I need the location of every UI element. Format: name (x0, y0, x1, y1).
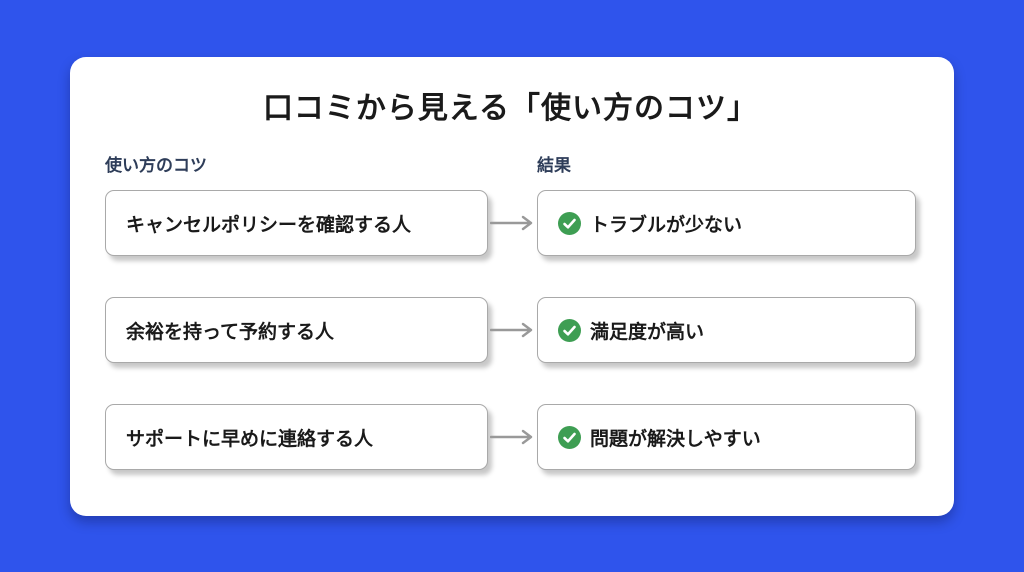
check-icon (558, 211, 581, 235)
check-icon (558, 425, 581, 449)
content-card: 口コミから見える「使い方のコツ」 使い方のコツ 結果 キャンセルポリシーを確認す… (70, 57, 954, 516)
result-box: 問題が解決しやすい (537, 404, 916, 470)
arrow-cell (488, 429, 537, 445)
right-arrow-icon (489, 215, 532, 231)
tip-label: サポートに早めに連絡する人 (126, 428, 374, 450)
result-label: 問題が解決しやすい (590, 428, 761, 450)
diagram-row: キャンセルポリシーを確認する人 トラブルが少ない (105, 190, 916, 256)
column-headers: 使い方のコツ 結果 (105, 151, 916, 176)
diagram-row: 余裕を持って予約する人 満足度が高い (105, 297, 916, 363)
tip-label: 余裕を持って予約する人 (126, 321, 335, 343)
right-arrow-icon (489, 429, 532, 445)
diagram-row: サポートに早めに連絡する人 問題が解決しやすい (105, 404, 916, 470)
column-header-tips: 使い方のコツ (105, 156, 207, 175)
check-icon (558, 318, 581, 342)
result-label: 満足度が高い (590, 321, 705, 343)
tip-label: キャンセルポリシーを確認する人 (126, 214, 412, 236)
tip-box: サポートに早めに連絡する人 (105, 404, 488, 470)
page-title: 口コミから見える「使い方のコツ」 (262, 92, 759, 125)
arrow-cell (488, 215, 537, 231)
tip-box: キャンセルポリシーを確認する人 (105, 190, 488, 256)
column-header-results: 結果 (537, 156, 571, 175)
arrow-cell (488, 322, 537, 338)
result-label: トラブルが少ない (590, 214, 743, 236)
result-box: 満足度が高い (537, 297, 916, 363)
tip-box: 余裕を持って予約する人 (105, 297, 488, 363)
diagram-rows: キャンセルポリシーを確認する人 トラブルが少ない 余裕を持って予約する人 (105, 190, 916, 470)
right-arrow-icon (489, 322, 532, 338)
result-box: トラブルが少ない (537, 190, 916, 256)
